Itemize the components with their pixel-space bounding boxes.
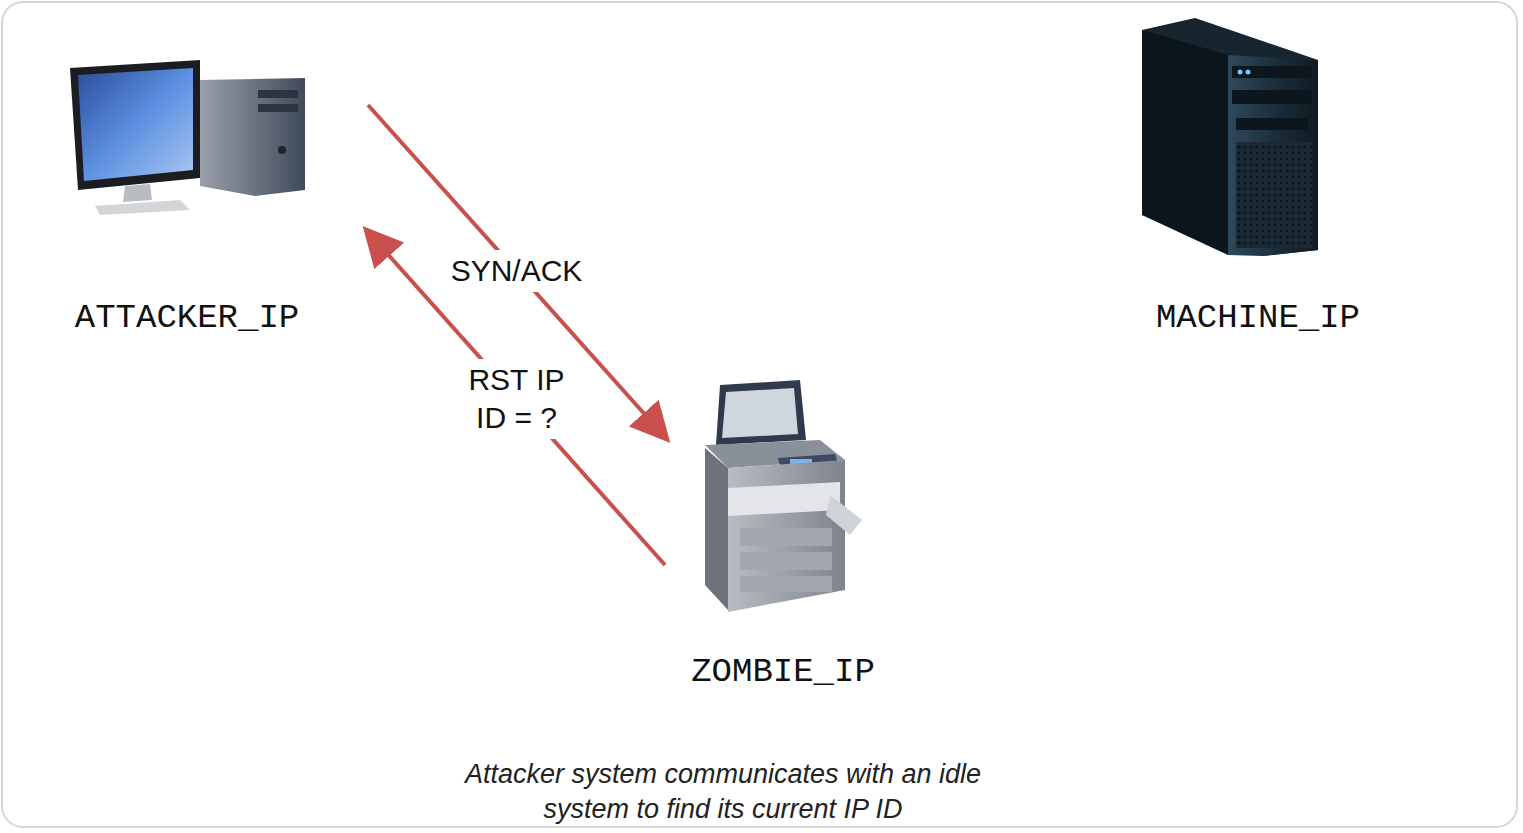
printer-icon — [705, 380, 862, 612]
ip-label: ZOMBIE_IP — [691, 652, 875, 692]
packet-arrow — [368, 232, 665, 565]
edge-label: RST IP ID = ? — [445, 359, 589, 439]
machine-node: ZOMBIE_IP — [665, 370, 895, 700]
ip-label: ATTACKER_IP — [75, 298, 299, 338]
edge-label: SYN/ACK — [445, 250, 589, 292]
machine-node: ATTACKER_IP — [30, 50, 368, 345]
server-icon — [1142, 18, 1318, 256]
machine-node: MACHINE_IP — [1110, 10, 1410, 345]
computer-icon — [70, 60, 305, 215]
figure-caption: Attacker system communicates with an idl… — [443, 757, 1003, 827]
ip-label: MACHINE_IP — [1156, 298, 1360, 338]
